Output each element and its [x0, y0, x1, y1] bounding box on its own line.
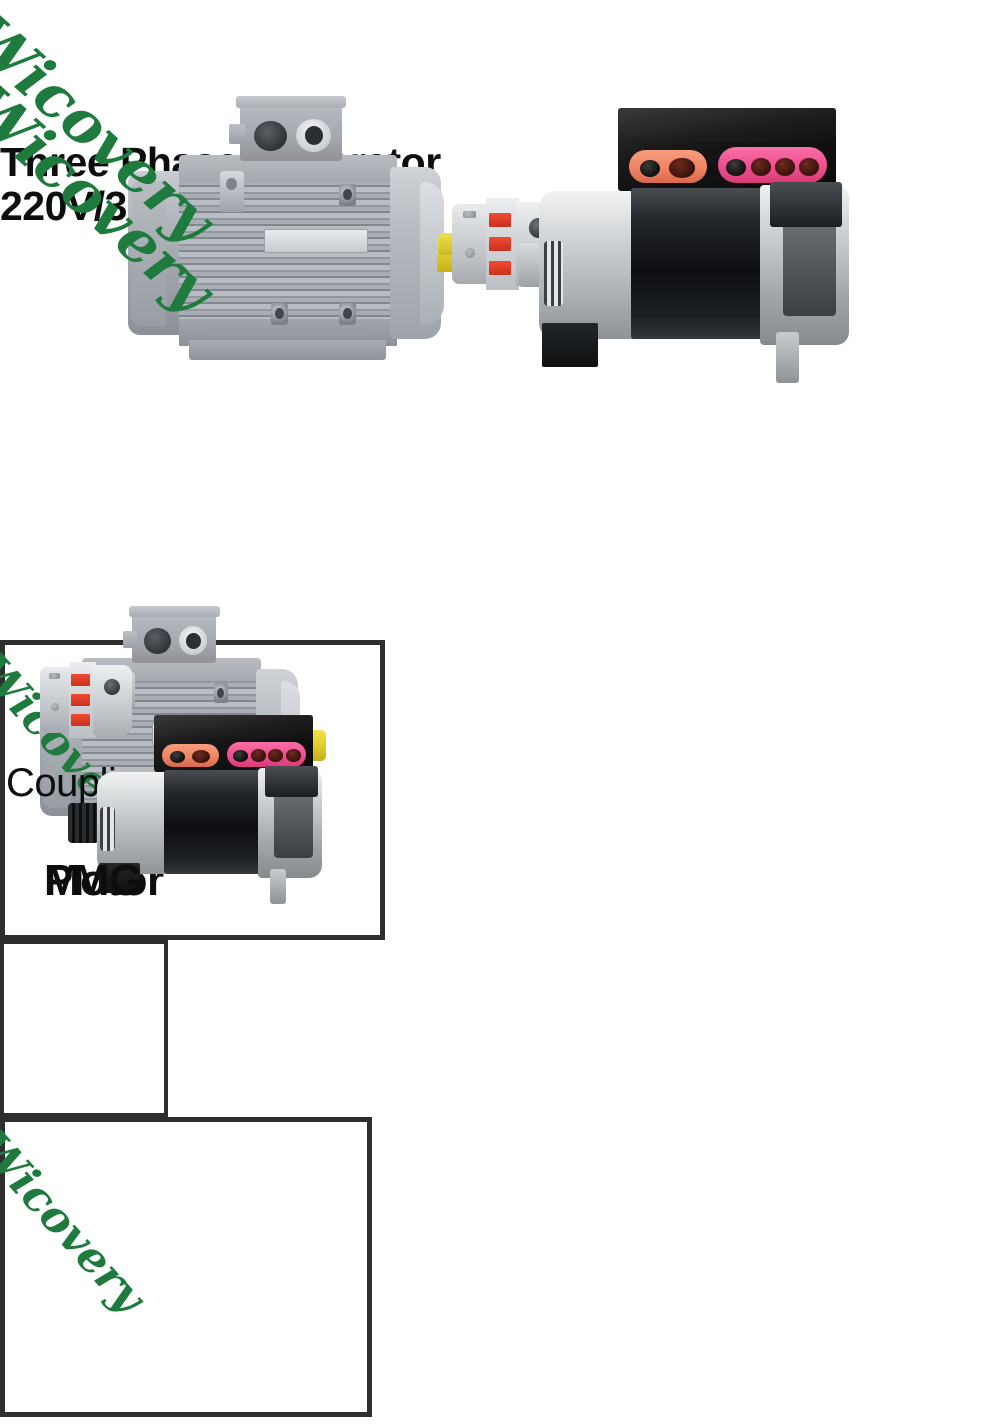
generator-stator-body — [164, 770, 265, 874]
pmg-generator-image — [518, 108, 862, 384]
motor-terminal-box — [228, 95, 347, 162]
motor-terminal-cover-knob — [144, 628, 172, 655]
terminal-b3 — [774, 158, 796, 176]
terminal-b4 — [285, 749, 301, 762]
terminal-a2 — [191, 749, 211, 763]
coupling-spider-slot-top — [489, 212, 512, 228]
motor-bolt-upper — [338, 183, 356, 207]
generator-terminal-box — [617, 108, 836, 192]
generator-mounting-bracket-rear — [269, 869, 287, 905]
terminal-b1 — [725, 158, 747, 176]
generator-front-endbell — [96, 772, 169, 874]
generator-stator-body — [631, 188, 770, 339]
generator-rear-component — [769, 181, 843, 227]
label-pmg: PMG — [44, 856, 143, 905]
panel-coupling[interactable]: Coupling — [0, 662, 168, 1117]
terminal-block-right — [717, 147, 827, 184]
generator-shaft-bellows — [68, 803, 100, 843]
motor-lifting-eye — [219, 171, 244, 213]
terminal-block-left — [162, 743, 220, 767]
motor-front-ring — [420, 181, 445, 326]
coupling-set-screw — [104, 678, 121, 695]
terminal-a1 — [639, 159, 661, 178]
motor-terminal-box-lid — [236, 95, 347, 109]
generator-mounting-bracket-rear — [776, 332, 800, 384]
terminal-b1 — [232, 749, 248, 762]
motor-mounting-foot — [189, 339, 387, 360]
coupling-spider-slot-bottom — [71, 713, 90, 726]
coupling-hub-hole — [465, 247, 476, 258]
coupling-hub-hole — [51, 703, 60, 712]
coupling-spider-slot-bottom — [489, 260, 512, 276]
three-phase-motor-image — [128, 95, 475, 360]
generator-rear-shadow — [274, 787, 313, 859]
coupling-hub-right — [93, 665, 132, 735]
motor-bolt-lower — [270, 302, 288, 326]
terminal-b2 — [750, 158, 772, 176]
terminal-a1 — [170, 750, 186, 763]
generator-terminal-box-lid — [154, 715, 313, 739]
generator-ventilation-slots — [100, 806, 115, 852]
generator-ventilation-slots — [543, 241, 564, 307]
coupling-input-shaft — [438, 232, 455, 256]
panel-pmg[interactable]: Wicovery PMG — [0, 715, 372, 1417]
generator-terminal-box-lid — [617, 108, 836, 142]
motor-bolt-lower-right — [338, 302, 356, 326]
terminal-a2 — [669, 158, 695, 178]
terminal-block-right — [227, 742, 307, 767]
terminal-b3 — [268, 749, 284, 762]
motor-terminal-box — [123, 605, 220, 664]
watermark-panel-pmg: Wicovery — [0, 1122, 155, 1323]
coupling-spider-slot-mid — [71, 693, 90, 707]
motor-cooling-fins — [179, 161, 397, 346]
motor-cable-gland — [296, 118, 331, 152]
motor-terminal-cover-knob — [254, 120, 288, 151]
generator-rear-component — [264, 765, 318, 797]
motor-body — [179, 161, 397, 346]
motor-rear-cap — [128, 171, 186, 336]
bottom-panels-group: Wicovery Motor Coupling — [0, 605, 1000, 1417]
motor-terminal-box-lid — [129, 605, 220, 618]
top-assembly-group: Wicovery Wicovery Three Phase Generator … — [0, 0, 1000, 440]
terminal-b4 — [798, 158, 820, 176]
generator-rear-shadow — [782, 213, 836, 317]
generator-mounting-foot-front — [541, 322, 598, 368]
panel-pmg-image — [68, 715, 332, 905]
terminal-block-left — [628, 149, 708, 184]
generator-terminal-box — [154, 715, 313, 773]
motor-terminal-box-nub — [123, 631, 137, 649]
motor-cable-gland — [178, 626, 208, 656]
coupling-hub-mark — [49, 672, 61, 679]
motor-terminal-box-nub — [228, 124, 246, 144]
motor-bolt-upper — [213, 683, 228, 703]
generator-front-endbell — [538, 191, 638, 339]
coupling-spider-slot-mid — [489, 236, 512, 252]
coupling-hub-mark — [463, 210, 477, 219]
panel-coupling-image — [40, 662, 132, 738]
motor-nameplate — [264, 228, 368, 254]
terminal-b2 — [251, 749, 267, 762]
generator-mounting-foot-front — [99, 862, 140, 894]
coupling-spider-slot-top — [71, 674, 90, 687]
